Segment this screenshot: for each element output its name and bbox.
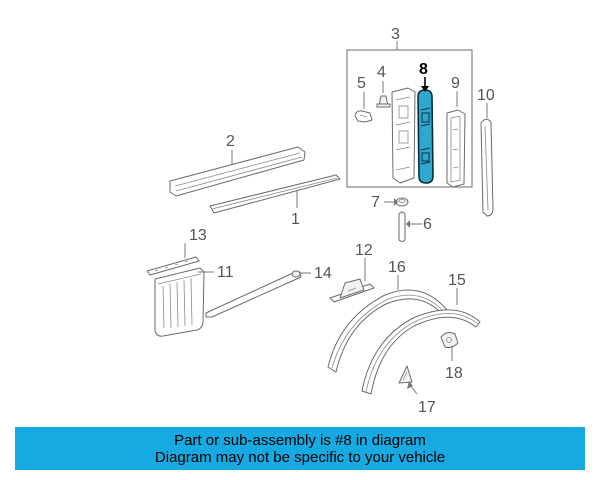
callout-3: 3 <box>391 26 400 43</box>
callout-9: 9 <box>451 75 460 92</box>
info-banner: Part or sub-assembly is #8 in diagram Di… <box>15 427 585 470</box>
callout-13: 13 <box>189 227 207 244</box>
callout-10: 10 <box>477 87 495 104</box>
callout-6: 6 <box>423 216 432 233</box>
callout-16: 16 <box>388 259 406 276</box>
subassembly-3-bracket[interactable] <box>391 87 416 184</box>
part-4-grommet[interactable] <box>376 95 391 108</box>
callout-17: 17 <box>418 399 436 416</box>
callout-12: 12 <box>355 242 373 259</box>
callout-15: 15 <box>448 272 466 289</box>
part-16-wheel-flare[interactable] <box>327 289 448 373</box>
callout-7: 7 <box>371 194 380 211</box>
part-9-trim-strip[interactable] <box>446 109 466 188</box>
part-1-molding-strip[interactable] <box>209 174 341 214</box>
banner-line-part-number: Part or sub-assembly is #8 in diagram <box>174 431 426 449</box>
part-8-arrow-head <box>421 86 429 92</box>
callout-14: 14 <box>314 265 332 282</box>
callout-18: 18 <box>445 365 463 382</box>
callout-1: 1 <box>291 211 300 228</box>
part-11-mud-flap[interactable] <box>154 267 205 337</box>
part-8-highlighted[interactable] <box>417 89 434 184</box>
part-14-strap[interactable] <box>205 270 302 318</box>
callout-11: 11 <box>217 264 234 281</box>
part-6-pin[interactable] <box>398 211 406 242</box>
part-18-clip[interactable] <box>440 332 459 348</box>
part-2-rocker-molding[interactable] <box>169 146 306 197</box>
callout-8: 8 <box>419 61 428 78</box>
banner-line-disclaimer: Diagram may not be specific to your vehi… <box>154 448 446 466</box>
part-13-strip[interactable] <box>146 256 200 276</box>
parts-diagram: 1 2 3 4 5 6 7 8 9 10 11 12 13 14 15 16 1… <box>146 26 495 416</box>
part-5-clip[interactable] <box>354 110 373 123</box>
part-15-wheel-flare[interactable] <box>361 309 481 395</box>
part-17-bracket[interactable] <box>398 365 413 384</box>
part-12-bracket[interactable] <box>329 278 375 303</box>
callout-4: 4 <box>377 64 386 81</box>
callout-5: 5 <box>357 75 366 92</box>
callout-2: 2 <box>226 133 235 150</box>
part-10-pillar-molding[interactable] <box>480 118 494 217</box>
subassembly-3-frame <box>346 49 473 188</box>
